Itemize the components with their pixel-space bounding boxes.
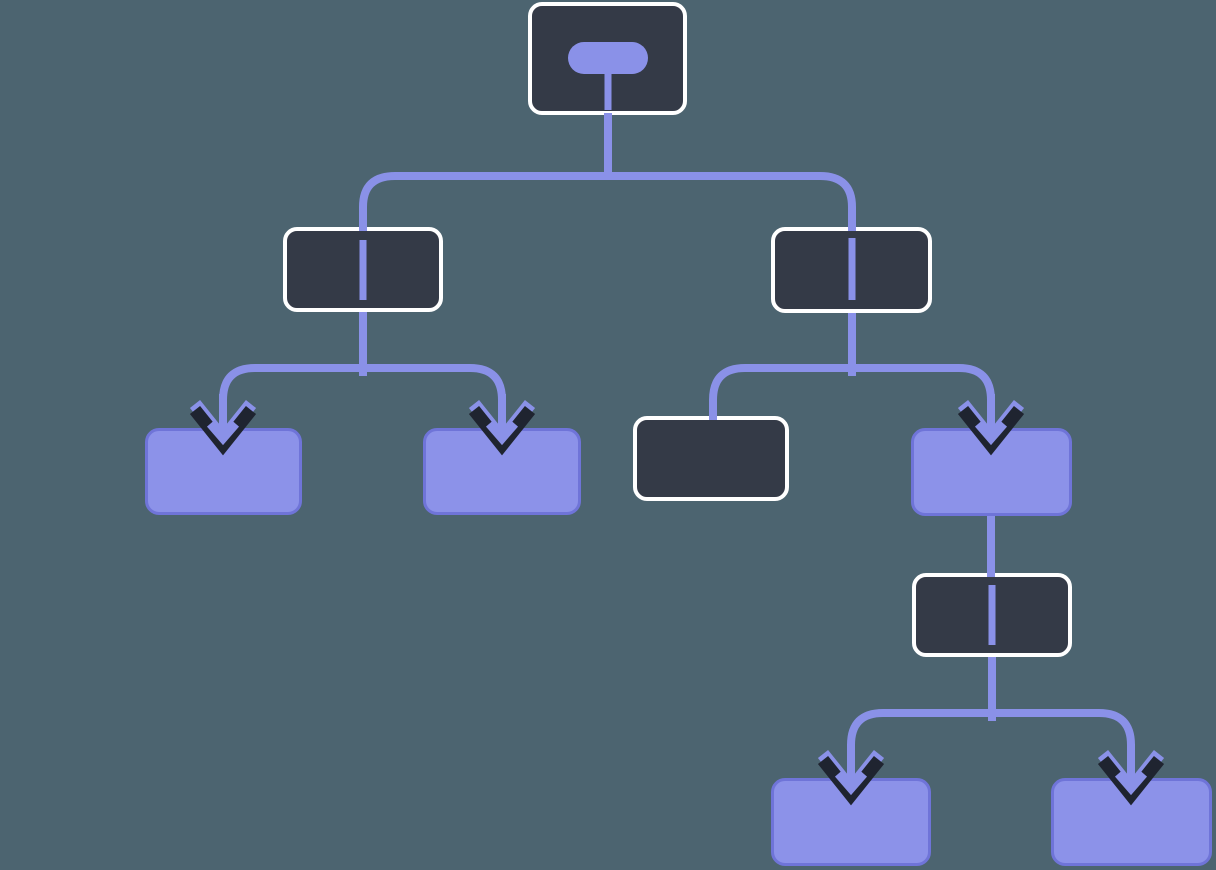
connector-level1-rail: [359, 172, 856, 231]
node-leaf-bottom-right[interactable]: [1051, 778, 1212, 866]
node-leaf-mid-left[interactable]: [423, 428, 581, 515]
node-leaf-bottom-left[interactable]: [771, 778, 931, 866]
node-branch-left[interactable]: [283, 227, 443, 312]
connector-level2-right-rail: [709, 364, 995, 420]
node-root[interactable]: [528, 2, 687, 115]
connector-level2-left-rail: [219, 364, 506, 412]
node-branch-right[interactable]: [771, 227, 932, 313]
node-leaf-mid-right[interactable]: [911, 428, 1072, 516]
node-leaf-far-left[interactable]: [145, 428, 302, 515]
node-dark-child[interactable]: [633, 416, 789, 501]
connector-level3-rail: [847, 709, 1135, 762]
node-branch-lower-right[interactable]: [912, 573, 1072, 657]
